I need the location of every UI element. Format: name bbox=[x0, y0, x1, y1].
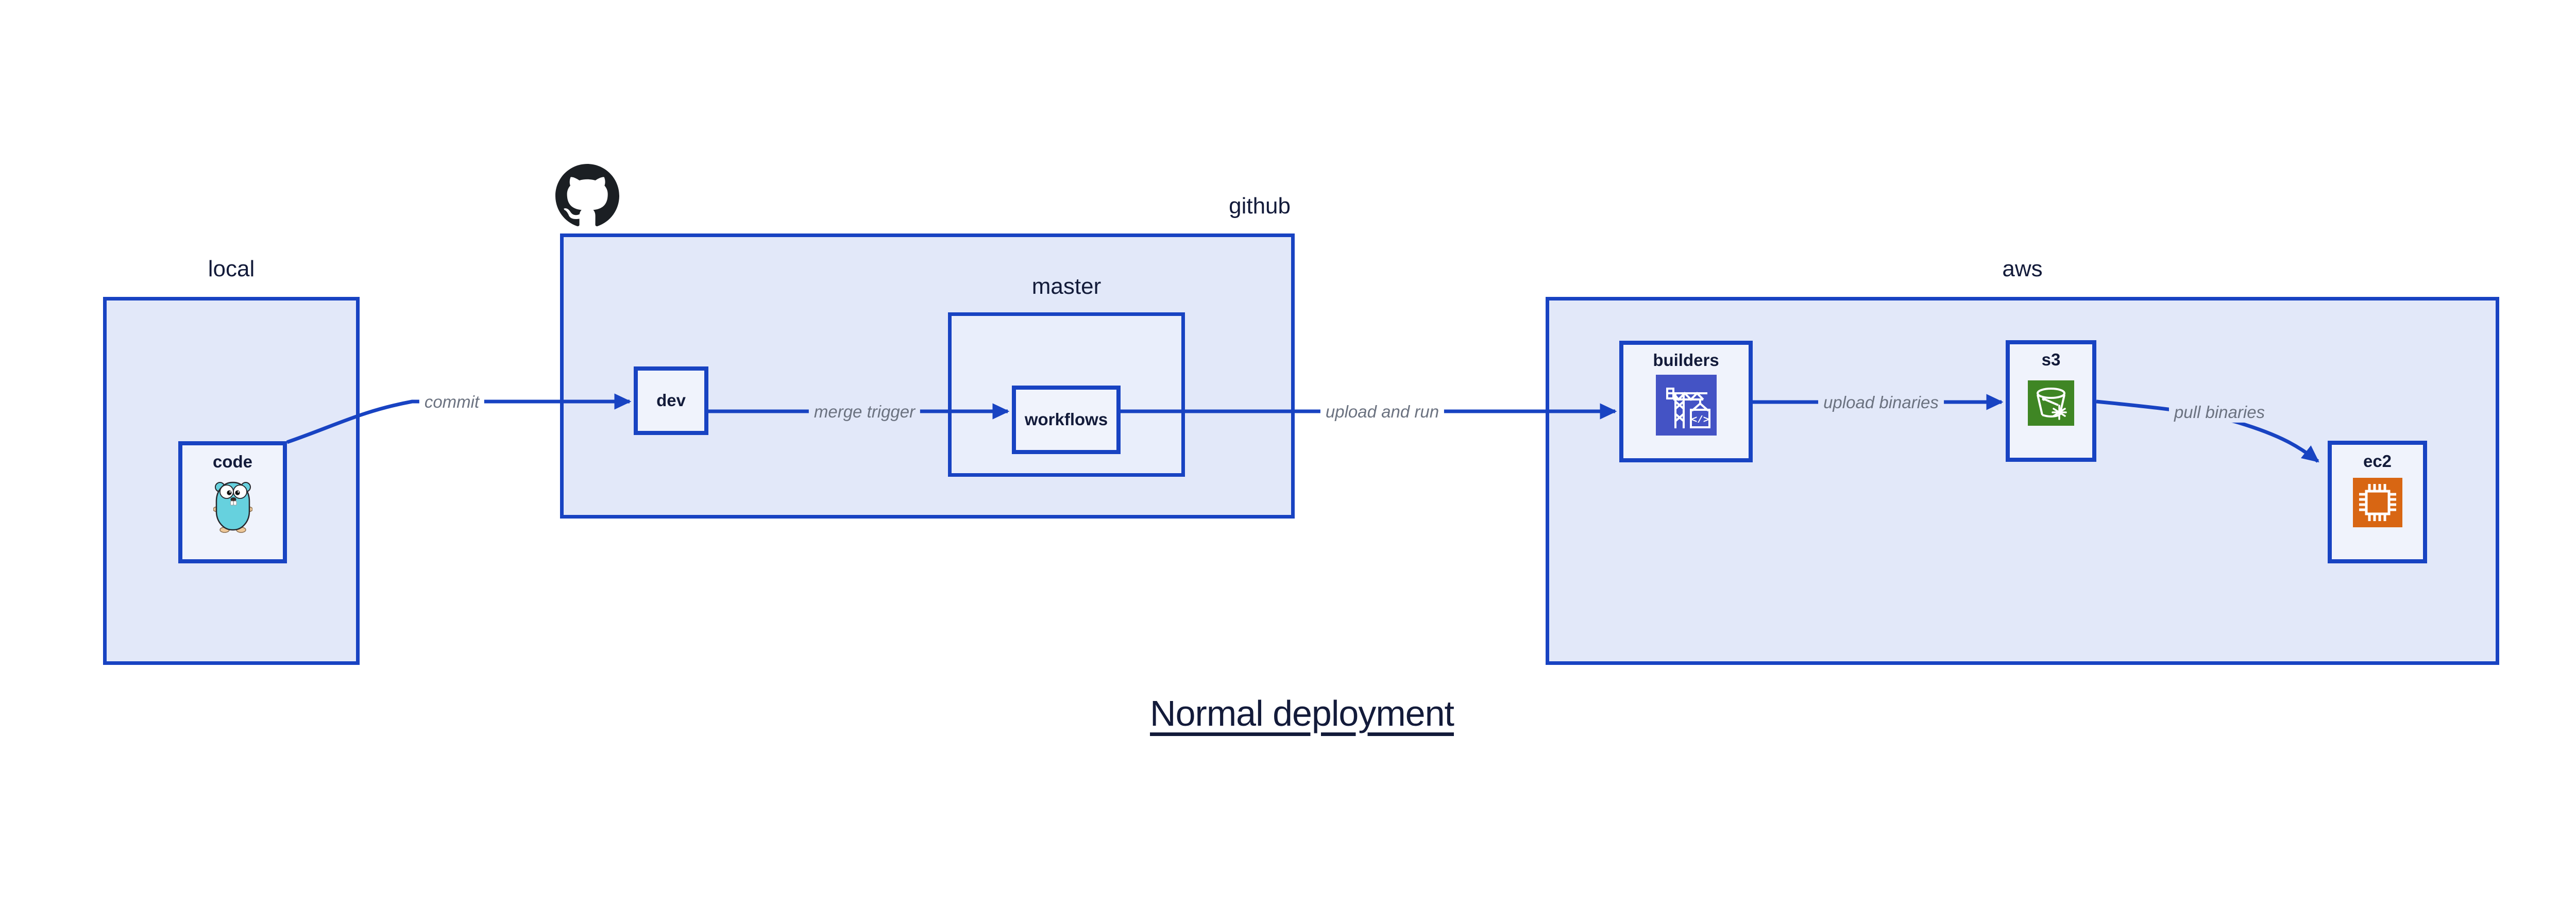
github-container-label: github bbox=[1229, 193, 1291, 219]
node-workflows-label: workflows bbox=[1024, 410, 1108, 429]
s3-bucket-icon bbox=[2028, 380, 2074, 426]
github-logo-icon bbox=[555, 164, 619, 226]
node-code-label: code bbox=[212, 452, 253, 471]
edge-label-upload-and-run: upload and run bbox=[1320, 401, 1445, 423]
codebuild-crane-icon: </> bbox=[1655, 375, 1717, 436]
node-ec2-label: ec2 bbox=[2363, 452, 2392, 471]
master-container-label: master bbox=[1031, 274, 1101, 299]
node-builders: builders </> bbox=[1619, 341, 1753, 462]
node-dev: dev bbox=[634, 366, 708, 435]
diagram-title: Normal deployment bbox=[1150, 693, 1454, 733]
node-workflows: workflows bbox=[1012, 386, 1121, 454]
node-ec2: ec2 bbox=[2328, 441, 2427, 563]
edge-label-merge-trigger: merge trigger bbox=[808, 401, 921, 423]
codebuild-glyph: </> bbox=[1691, 414, 1708, 426]
node-code: code bbox=[178, 441, 287, 563]
aws-container-label: aws bbox=[2002, 256, 2043, 281]
ec2-chip-icon bbox=[2352, 478, 2402, 528]
node-s3: s3 bbox=[2006, 340, 2096, 462]
node-builders-label: builders bbox=[1653, 350, 1719, 370]
edge-label-commit: commit bbox=[419, 391, 485, 413]
go-gopher-icon bbox=[213, 482, 252, 533]
node-dev-label: dev bbox=[656, 391, 686, 410]
edge-label-upload-binaries: upload binaries bbox=[1818, 392, 1944, 413]
edge-label-pull-binaries: pull binaries bbox=[2168, 402, 2270, 423]
node-s3-label: s3 bbox=[2041, 350, 2061, 369]
local-container-label: local bbox=[208, 256, 255, 281]
